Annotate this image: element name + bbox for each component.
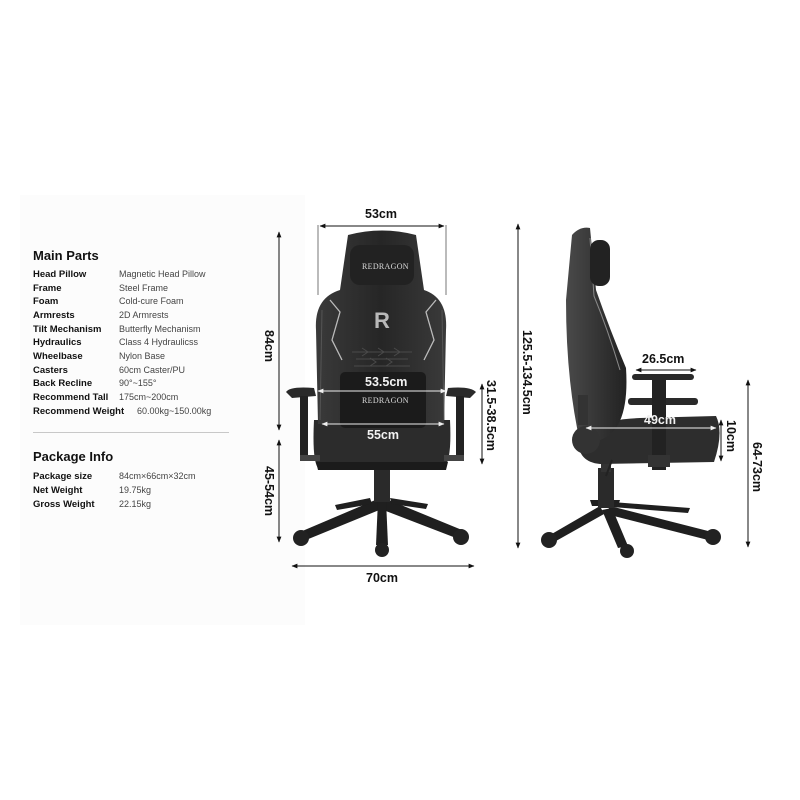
front-chair-base: [300, 445, 462, 545]
side-chair-tilt-knob: [572, 426, 600, 454]
spec-value: 19.75kg: [119, 485, 152, 495]
side-chair-armrests: [628, 374, 698, 470]
spec-row-recommend-tall: Recommend Tall 175cm~200cm: [33, 391, 263, 404]
section-divider: [33, 432, 229, 433]
dim-seat-width: 55cm: [367, 428, 399, 442]
spec-value: Magnetic Head Pillow: [119, 269, 206, 279]
spec-row-back-recline: Back Recline 90°~155°: [33, 377, 263, 390]
side-chair-base: [550, 454, 712, 548]
spec-key: Tilt Mechanism: [33, 324, 102, 335]
front-chair-casters: [293, 529, 469, 557]
side-chair-casters: [541, 529, 721, 558]
spec-key: Casters: [33, 365, 68, 376]
spec-row-armrests: Armrests 2D Armrests: [33, 309, 263, 322]
spec-value: 90°~155°: [119, 378, 157, 388]
front-chair-seat: [313, 420, 451, 468]
side-chair-backrest: [566, 227, 627, 442]
spec-row-package-size: Package size 84cm×66cm×32cm: [33, 470, 263, 483]
spec-key: Foam: [33, 296, 59, 307]
spec-row-frame: Frame Steel Frame: [33, 282, 263, 295]
r-logo-icon: R: [374, 308, 390, 333]
spec-key: Armrests: [33, 310, 75, 321]
spec-key: Package size: [33, 471, 93, 482]
spec-value: Nylon Base: [119, 351, 166, 361]
spec-value: 60cm Caster/PU: [119, 365, 186, 375]
front-dimension-lines: [276, 223, 485, 569]
spec-key: Gross Weight: [33, 499, 95, 510]
main-parts-title: Main Parts: [33, 248, 99, 263]
dim-seat-thickness: 10cm: [724, 420, 738, 452]
spec-key: Back Recline: [33, 378, 93, 389]
spec-panel-background: [20, 195, 305, 625]
dim-lumbar-width: 53.5cm: [365, 375, 408, 389]
dim-armrest-length: 26.5cm: [642, 352, 685, 366]
dim-base-width: 70cm: [366, 571, 398, 585]
dim-seat-height: 45-54cm: [262, 466, 276, 517]
spec-row-wheelbase: Wheelbase Nylon Base: [33, 350, 263, 363]
front-chair: [286, 230, 476, 557]
spec-key: Head Pillow: [33, 269, 87, 280]
dim-armrest-height: 31.5-38.5cm: [484, 380, 498, 451]
spec-value: Steel Frame: [119, 283, 169, 293]
spec-row-foam: Foam Cold-cure Foam: [33, 295, 263, 308]
front-chair-hex-pattern: [352, 347, 412, 374]
spec-row-recommend-weight: Recommend Weight 60.00kg~150.00kg: [33, 405, 263, 418]
spec-key: Recommend Weight: [33, 406, 125, 417]
spec-value: 84cm×66cm×32cm: [119, 471, 196, 481]
side-chair: [541, 227, 721, 558]
spec-row-hydraulics: Hydraulics Class 4 Hydraulicss: [33, 336, 263, 349]
brand-lumbar-label: REDRAGON: [362, 396, 409, 405]
dim-total-height: 125.5-134.5cm: [520, 330, 534, 415]
spec-value: 2D Armrests: [119, 310, 169, 320]
spec-row-net-weight: Net Weight 19.75kg: [33, 484, 263, 497]
dim-backrest-width: 53cm: [365, 207, 397, 221]
spec-key: Net Weight: [33, 485, 83, 496]
dim-armrest-floor-height: 64-73cm: [750, 442, 764, 493]
spec-value: 175cm~200cm: [119, 392, 179, 402]
package-info-title: Package Info: [33, 449, 114, 464]
spec-key: Wheelbase: [33, 351, 83, 362]
spec-key: Recommend Tall: [33, 392, 109, 403]
side-dimension-lines: [515, 223, 751, 549]
spec-value: 22.15kg: [119, 499, 152, 509]
spec-row-casters: Casters 60cm Caster/PU: [33, 364, 263, 377]
spec-value: Cold-cure Foam: [119, 296, 184, 306]
spec-value: Butterfly Mechanism: [119, 324, 201, 334]
spec-value: Class 4 Hydraulicss: [119, 337, 199, 347]
spec-key: Hydraulics: [33, 337, 82, 348]
brand-headrest-label: REDRAGON: [362, 262, 409, 271]
front-chair-head-pillow: [350, 245, 414, 285]
front-inner-dimension-lines: [317, 388, 447, 427]
dim-backrest-height: 84cm: [262, 330, 276, 362]
dim-seat-depth: 49cm: [644, 413, 676, 427]
spec-row-gross-weight: Gross Weight 22.15kg: [33, 498, 263, 511]
side-chair-head-pillow: [590, 240, 610, 286]
front-chair-armrests: [286, 387, 476, 461]
spec-value: 60.00kg~150.00kg: [137, 406, 212, 416]
spec-row-head-pillow: Head Pillow Magnetic Head Pillow: [33, 268, 263, 281]
front-chair-lumbar-pillow: [340, 372, 426, 428]
spec-row-tilt-mechanism: Tilt Mechanism Butterfly Mechanism: [33, 323, 263, 336]
spec-key: Frame: [33, 283, 62, 294]
